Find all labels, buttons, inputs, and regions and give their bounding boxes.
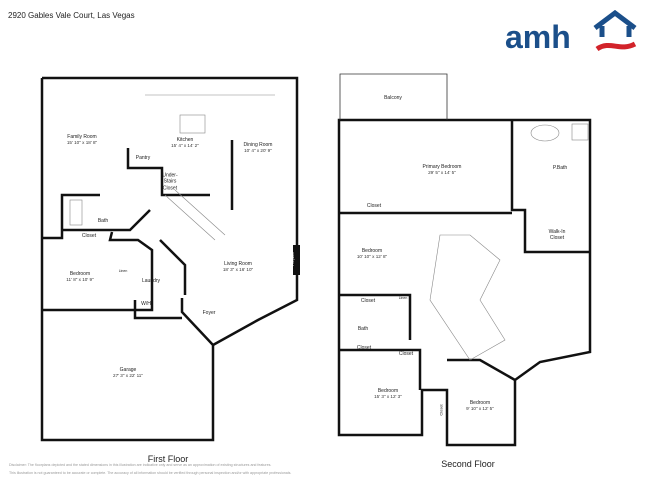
disclaimer-line-1: Disclaimer: The floorplans depicted and …	[9, 463, 272, 467]
first-floor-details	[69, 94, 275, 241]
room-primary-bath: P.Bath	[552, 164, 568, 171]
second-floor-walls	[337, 118, 592, 447]
amh-logo: amh	[505, 9, 640, 60]
fireplace	[293, 245, 300, 275]
room-closet-primary: Closet	[366, 202, 382, 209]
first-floor-title: First Floor	[147, 454, 189, 464]
room-foyer: Foyer	[202, 309, 216, 316]
balcony-outline	[339, 73, 448, 120]
svg-text:amh: amh	[505, 19, 571, 55]
second-floor-title: Second Floor	[441, 459, 495, 469]
first-floor-walls	[40, 76, 299, 442]
room-walk-in-closet: Walk-In Closet	[548, 228, 566, 241]
room-under-stairs-closet: Under-Stairs Closet	[162, 172, 178, 192]
property-address: 2920 Gables Vale Court, Las Vegas	[8, 11, 135, 20]
fireplace-label: Fireplace	[291, 251, 296, 267]
room-linen: Linen	[118, 268, 128, 273]
room-closet-5: Closet	[438, 404, 444, 416]
room-balcony: Balcony	[384, 94, 402, 101]
room-pantry: Pantry	[135, 154, 151, 161]
room-laundry: Laundry	[141, 277, 161, 284]
second-floor-details	[429, 123, 589, 361]
room-water-heater: W/H	[141, 300, 151, 307]
room-closet: Closet	[81, 232, 97, 239]
room-bath: Bath	[97, 217, 109, 224]
room-closet-3: Closet	[356, 344, 372, 351]
room-bath-2: Bath	[357, 325, 369, 332]
room-closet-2: Closet	[360, 297, 376, 304]
disclaimer-line-2: This illustration is not guaranteed to b…	[9, 471, 292, 475]
room-closet-4: Closet	[398, 350, 414, 357]
room-linen-2: Linen	[398, 295, 408, 300]
